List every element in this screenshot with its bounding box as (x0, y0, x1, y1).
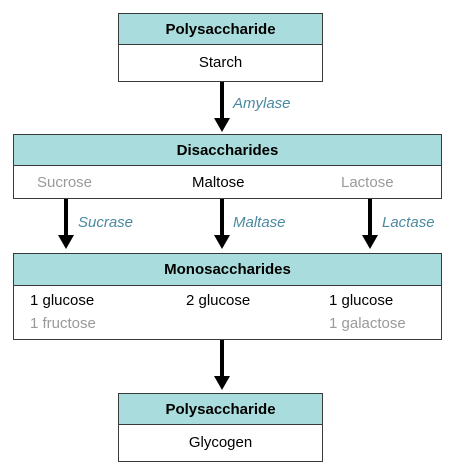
mono-col1-glucose: 1 glucose (30, 292, 95, 309)
maltose-label: Maltose (192, 174, 245, 191)
enzyme-lactase: Lactase (382, 214, 435, 231)
enzyme-maltase: Maltase (233, 214, 286, 231)
enzyme-amylase: Amylase (233, 95, 291, 112)
arrow-maltose-down (214, 199, 230, 249)
glycogen-box: Polysaccharide Glycogen (118, 393, 323, 462)
glycogen-label: Glycogen (188, 434, 253, 451)
monosaccharides-header: Monosaccharides (14, 254, 441, 286)
arrow-mono-to-glycogen (214, 340, 230, 390)
disaccharides-box: Disaccharides (13, 134, 442, 199)
mono-col3-galactose: 1 galactose (329, 315, 406, 332)
starch-label: Starch (198, 54, 243, 71)
lactose-label: Lactose (341, 174, 394, 191)
glycogen-box-header: Polysaccharide (119, 394, 322, 425)
arrow-lactose-down (362, 199, 378, 249)
mono-col3-glucose: 1 glucose (329, 292, 394, 309)
mono-col2-glucose: 2 glucose (186, 292, 251, 309)
sucrose-label: Sucrose (37, 174, 93, 191)
arrow-starch-to-disaccharides (214, 82, 230, 132)
arrow-sucrose-down (58, 199, 74, 249)
monosaccharides-box: Monosaccharides (13, 253, 442, 340)
enzyme-sucrase: Sucrase (78, 214, 134, 231)
mono-col1-fructose: 1 fructose (30, 315, 96, 332)
starch-box: Polysaccharide Starch (118, 13, 323, 82)
starch-box-header: Polysaccharide (119, 14, 322, 45)
disaccharides-header: Disaccharides (14, 135, 441, 166)
